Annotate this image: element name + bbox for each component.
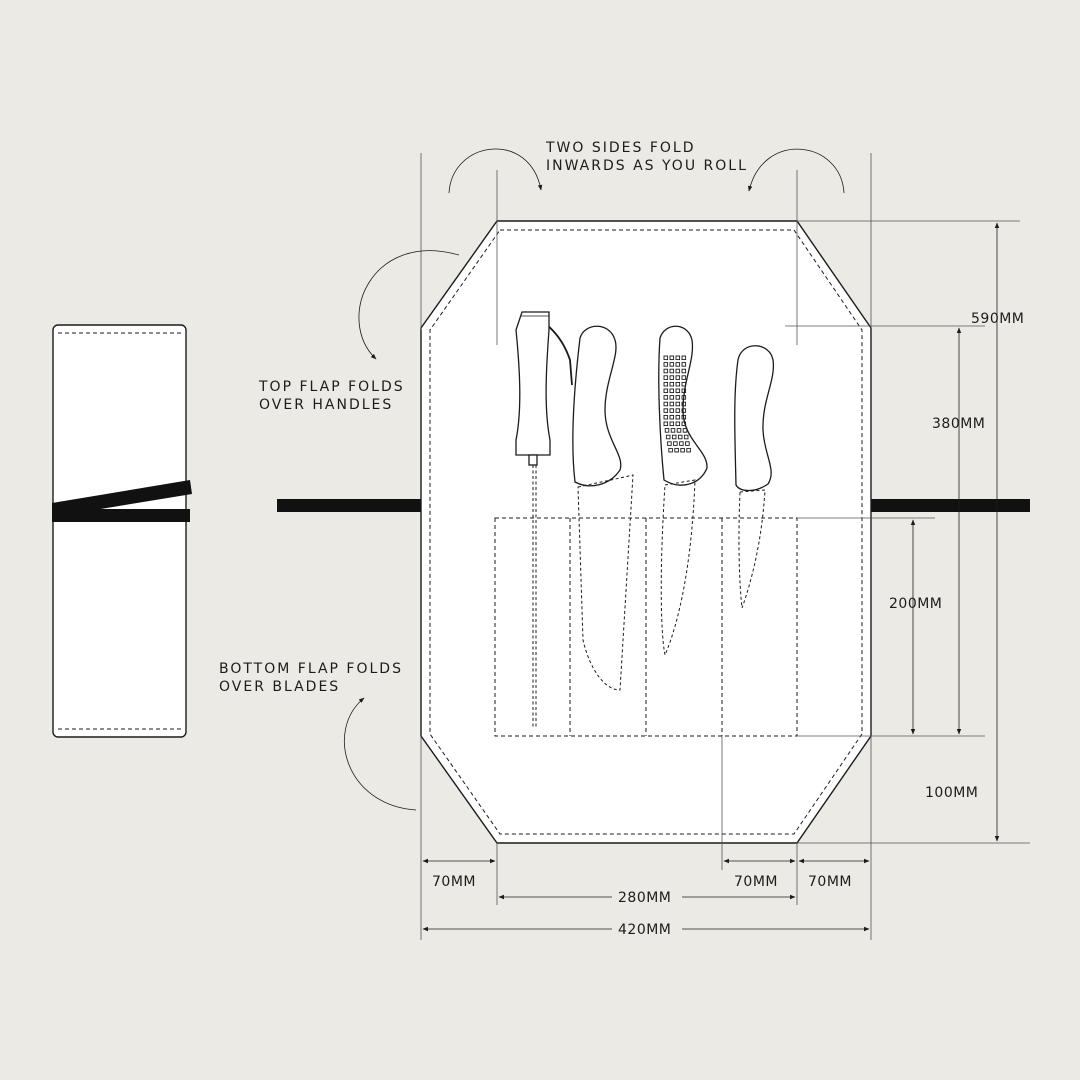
grip-dot (675, 362, 681, 367)
grip-dot (669, 408, 675, 413)
top-flap-label-line2: OVER HANDLES (259, 397, 393, 413)
grip-dot (669, 381, 675, 387)
grip-dot (681, 355, 687, 361)
grip-dot (675, 355, 681, 361)
bottom-flap-label-line2: OVER BLADES (219, 679, 340, 695)
grip-dot (663, 355, 669, 361)
grip-dot (669, 401, 675, 407)
grip-dot (675, 375, 681, 380)
fold-arrow-bottom-flap (343, 697, 417, 811)
grip-dot (664, 428, 670, 433)
grip-dot (675, 368, 681, 374)
grip-dot (669, 414, 675, 420)
strap-right (871, 499, 1030, 512)
grip-dot (681, 414, 687, 420)
grip-dot (682, 428, 688, 433)
grip-dot (670, 428, 676, 433)
grip-dot (681, 421, 687, 427)
fold-arrow-left-side (448, 148, 543, 194)
grip-dot (669, 368, 675, 374)
grip-dot (675, 401, 681, 407)
grip-dot (681, 381, 687, 387)
rolled-roll-body (52, 324, 187, 738)
dim-label-pocket-height: 200MM (889, 596, 942, 612)
sharpening-steel-icon (515, 311, 573, 728)
grip-dot (667, 441, 672, 446)
grip-dot (677, 434, 683, 440)
grip-dot (676, 428, 682, 433)
dim-label-total-height: 590MM (971, 311, 1024, 327)
grip-dot (675, 395, 681, 400)
dim-label-bottom-flap: 100MM (925, 785, 978, 801)
grip-dot (675, 421, 681, 427)
boning-knife-icon (658, 325, 708, 657)
grip-dot (669, 395, 675, 400)
grip-dot (681, 388, 687, 394)
grip-dot (675, 408, 681, 413)
rolled-knife-roll (52, 324, 192, 738)
dim-label-center-width: 280MM (618, 890, 671, 906)
strap-left (277, 499, 422, 512)
grip-dot (669, 375, 675, 380)
grip-dot (681, 395, 687, 400)
grip-dot (681, 368, 687, 374)
paring-knife-icon (734, 345, 775, 609)
top-flap-label-line1: TOP FLAP FOLDS (258, 379, 405, 395)
grip-dot (663, 401, 669, 407)
fold-arrow-top-flap (358, 250, 460, 360)
bottom-flap-label-line1: BOTTOM FLAP FOLDS (219, 661, 403, 677)
grip-dot (674, 447, 679, 453)
dim-label-total-width: 420MM (618, 922, 671, 938)
grip-dot (686, 447, 691, 453)
dim-label-left-side: 70MM (432, 874, 476, 890)
grip-dot (685, 441, 690, 446)
dim-label-flap-to-bottom: 380MM (932, 416, 985, 432)
rolled-strap-diagonal (52, 480, 192, 517)
grip-dot (680, 447, 685, 453)
grip-texture (663, 355, 691, 453)
rolled-strap-horizontal (52, 509, 190, 522)
grip-dot (675, 381, 681, 387)
grip-dot (663, 414, 669, 420)
sides-fold-label-line1: TWO SIDES FOLD (545, 140, 696, 156)
grip-dot (675, 414, 681, 420)
grip-dot (683, 434, 689, 440)
grip-dot (669, 362, 675, 367)
grip-dot (681, 401, 687, 407)
grip-dot (681, 375, 687, 380)
grip-dot (668, 447, 673, 453)
grip-dot (669, 388, 675, 394)
grip-dot (663, 421, 669, 427)
grip-dot (663, 381, 669, 387)
fold-arrow-right-side (747, 148, 845, 194)
grip-dot (681, 408, 687, 413)
grip-dot (669, 421, 675, 427)
grip-dot (681, 362, 687, 367)
grip-dot (679, 441, 684, 446)
grip-dot (669, 355, 675, 361)
open-knife-roll (420, 220, 872, 844)
roll-stitching (429, 229, 863, 835)
grip-dot (671, 434, 677, 440)
sides-fold-label-line2: INWARDS AS YOU ROLL (546, 158, 748, 174)
chef-knife-icon (572, 325, 634, 691)
extension-lines (420, 153, 1030, 940)
grip-dot (663, 375, 669, 380)
dim-label-right-side: 70MM (808, 874, 852, 890)
grip-dot (663, 408, 669, 413)
grip-dot (665, 434, 671, 440)
grip-dot (663, 388, 669, 394)
grip-dot (663, 395, 669, 400)
grip-dot (663, 362, 669, 367)
dim-label-pocket-segment: 70MM (734, 874, 778, 890)
grip-dot (663, 368, 669, 374)
grip-dot (673, 441, 678, 446)
grip-dot (675, 388, 681, 394)
